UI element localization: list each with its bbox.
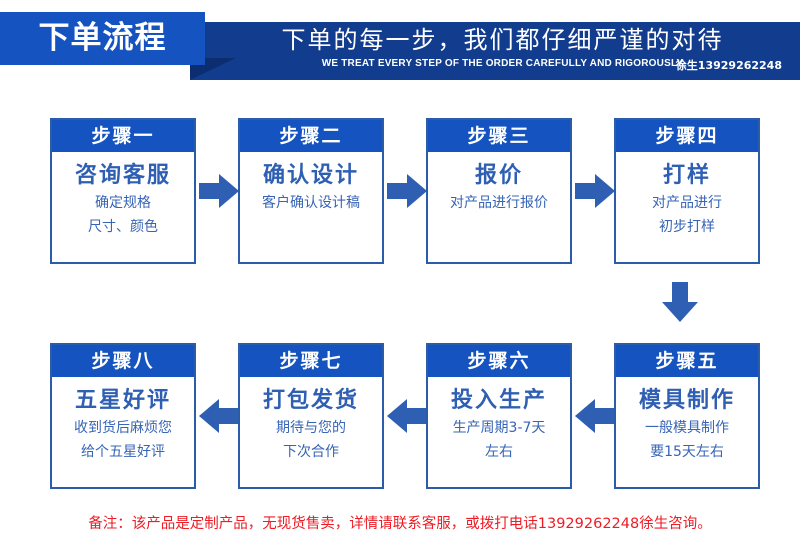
step-desc-line-1: 收到货后麻烦您: [74, 420, 172, 436]
step-badge-8: 步骤八: [52, 345, 194, 377]
arrow-right-icon: [575, 174, 615, 208]
step-badge-6: 步骤六: [428, 345, 570, 377]
step-box-6: 步骤六 投入生产 生产周期3-7天 左右: [426, 343, 572, 489]
step-desc-line-1: 对产品进行报价: [450, 195, 548, 211]
step-title: 打包发货: [262, 388, 359, 413]
step-body-6: 投入生产 生产周期3-7天 左右: [428, 377, 570, 487]
step-badge-label: 步骤二: [279, 124, 343, 147]
step-badge-4: 步骤四: [616, 120, 758, 152]
step-badge-label: 步骤三: [467, 124, 531, 147]
step-body-7: 打包发货 期待与您的 下次合作: [240, 377, 382, 487]
step-title: 确认设计: [262, 163, 359, 188]
header-headline-cn: 下单的每一步，我们都仔细严谨的对待: [281, 26, 724, 54]
arrow-right-icon: [199, 174, 239, 208]
arrow-left-icon: [199, 399, 239, 433]
header-band: [190, 22, 800, 80]
step-badge-label: 步骤四: [655, 124, 719, 147]
arrow-left-icon: [575, 399, 615, 433]
step-box-4: 步骤四 打样 对产品进行 初步打样: [614, 118, 760, 264]
footer-note: 备注：该产品是定制产品，无现货售卖，详情请联系客服，或拨打电话139292622…: [88, 516, 712, 532]
step-badge-3: 步骤三: [428, 120, 570, 152]
header-tag-label: 下单流程: [38, 20, 167, 56]
step-body-3: 报价 对产品进行报价: [428, 152, 570, 262]
step-box-8: 步骤八 五星好评 收到货后麻烦您 给个五星好评: [50, 343, 196, 489]
step-body-4: 打样 对产品进行 初步打样: [616, 152, 758, 262]
header-contact: 徐生13929262248: [675, 59, 782, 72]
step-title: 打样: [662, 163, 711, 188]
arrow-right-icon: [387, 174, 427, 208]
header-headline-en: WE TREAT EVERY STEP OF THE ORDER CAREFUL…: [321, 58, 684, 69]
step-box-1: 步骤一 咨询客服 确定规格 尺寸、颜色: [50, 118, 196, 264]
step-body-5: 模具制作 一般模具制作 要15天左右: [616, 377, 758, 487]
step-badge-2: 步骤二: [240, 120, 382, 152]
step-badge-label: 步骤六: [467, 349, 531, 372]
step-desc-line-1: 对产品进行: [652, 195, 722, 211]
step-title: 报价: [474, 163, 523, 188]
step-desc-line-1: 客户确认设计稿: [262, 195, 360, 211]
step-badge-label: 步骤五: [655, 349, 719, 372]
step-desc-line-2: 初步打样: [659, 219, 715, 235]
step-desc-line-2: 左右: [485, 444, 513, 460]
header-tag: 下单流程: [0, 12, 205, 65]
step-desc-line-1: 生产周期3-7天: [452, 420, 546, 436]
step-badge-1: 步骤一: [52, 120, 194, 152]
step-desc-line-1: 确定规格: [95, 195, 151, 211]
step-desc-line-2: 要15天左右: [650, 444, 724, 460]
step-box-3: 步骤三 报价 对产品进行报价: [426, 118, 572, 264]
step-badge-5: 步骤五: [616, 345, 758, 377]
step-body-8: 五星好评 收到货后麻烦您 给个五星好评: [52, 377, 194, 487]
step-desc-line-2: 给个五星好评: [81, 444, 165, 460]
step-title: 投入生产: [450, 388, 547, 413]
step-body-1: 咨询客服 确定规格 尺寸、颜色: [52, 152, 194, 262]
step-badge-label: 步骤一: [91, 124, 155, 147]
step-box-2: 步骤二 确认设计 客户确认设计稿: [238, 118, 384, 264]
step-title: 五星好评: [74, 388, 171, 413]
step-box-5: 步骤五 模具制作 一般模具制作 要15天左右: [614, 343, 760, 489]
step-badge-label: 步骤七: [279, 349, 343, 372]
step-title: 模具制作: [638, 388, 735, 413]
step-box-7: 步骤七 打包发货 期待与您的 下次合作: [238, 343, 384, 489]
page-header: 下单流程 下单的每一步，我们都仔细严谨的对待 WE TREAT EVERY ST…: [0, 0, 800, 92]
step-desc-line-2: 下次合作: [283, 444, 339, 460]
step-badge-7: 步骤七: [240, 345, 382, 377]
step-desc-line-1: 期待与您的: [276, 420, 346, 436]
step-badge-label: 步骤八: [91, 349, 155, 372]
step-desc-line-1: 一般模具制作: [645, 420, 729, 436]
step-body-2: 确认设计 客户确认设计稿: [240, 152, 382, 262]
step-desc-line-2: 尺寸、颜色: [88, 219, 158, 235]
arrow-left-icon: [387, 399, 427, 433]
header-headline-group: 下单的每一步，我们都仔细严谨的对待 WE TREAT EVERY STEP OF…: [215, 26, 790, 71]
step-title: 咨询客服: [74, 163, 171, 188]
arrow-down-icon: [662, 282, 698, 322]
